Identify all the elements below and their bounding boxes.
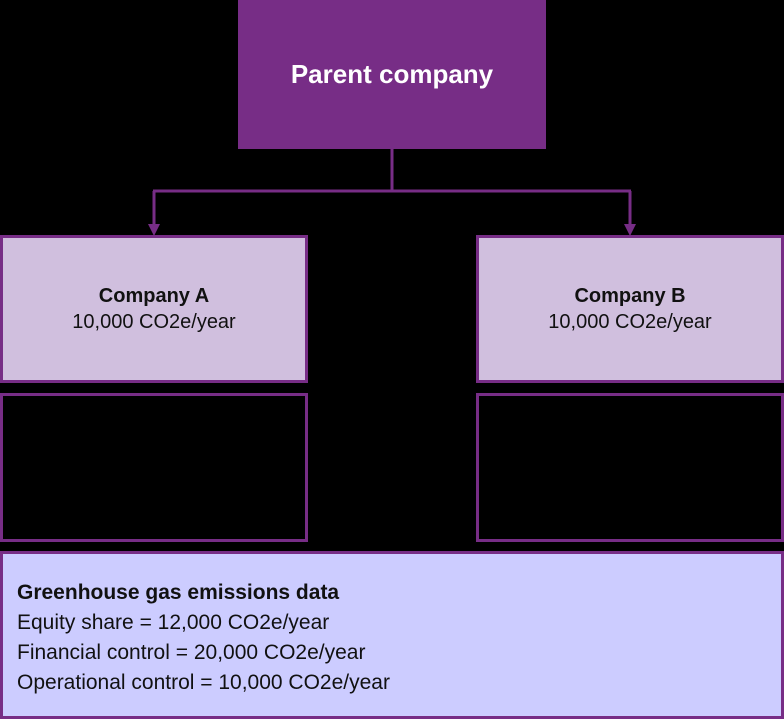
company-b-node: Company B 10,000 CO2e/year <box>476 235 784 383</box>
company-b-emissions: 10,000 CO2e/year <box>548 311 712 333</box>
summary-financial-control: Financial control = 20,000 CO2e/year <box>17 641 366 664</box>
emissions-summary-box: Greenhouse gas emissions data Equity sha… <box>0 551 784 719</box>
company-a-node: Company A 10,000 CO2e/year <box>0 235 308 383</box>
arrow-down-icon <box>624 224 636 236</box>
company-a-name: Company A <box>98 285 210 307</box>
summary-equity-share: Equity share = 12,000 CO2e/year <box>17 611 330 634</box>
summary-operational-control: Operational control = 10,000 CO2e/year <box>17 671 390 694</box>
company-a-emissions: 10,000 CO2e/year <box>72 311 236 333</box>
parent-company-label: Parent company <box>290 59 494 89</box>
company-b-empty-box <box>476 393 784 542</box>
company-b-name: Company B <box>574 285 686 307</box>
summary-title: Greenhouse gas emissions data <box>17 581 340 604</box>
parent-company-node: Parent company <box>238 0 546 149</box>
arrow-down-icon <box>148 224 160 236</box>
company-a-empty-box <box>0 393 308 542</box>
